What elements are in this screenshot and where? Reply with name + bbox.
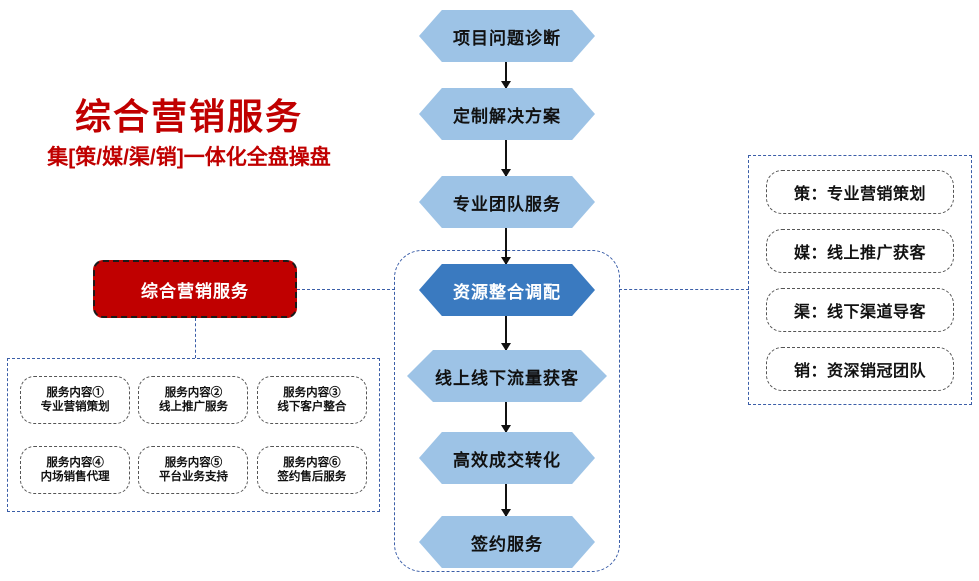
pillar-item-channel[interactable]: 渠：线下渠道导客 — [766, 287, 954, 332]
title-block: 综合营销服务 集[策/媒/渠/销]一体化全盘操盘 — [0, 95, 378, 173]
flow-arrow — [501, 402, 511, 433]
flow-step-label: 线上线下流量获客 — [435, 368, 579, 388]
service-item-line1: 服务内容② — [164, 386, 223, 399]
flow-arrow — [501, 140, 511, 177]
service-item[interactable]: 服务内容③ 线下客户整合 — [256, 376, 367, 424]
pillar-item-label: 策：专业营销策划 — [793, 185, 926, 203]
pillar-item-label: 销：资深销冠团队 — [793, 362, 926, 380]
service-item-line2: 线上推广服务 — [158, 401, 228, 413]
flow-step-label: 签约服务 — [471, 534, 543, 554]
flow-step-label: 专业团队服务 — [453, 194, 561, 214]
flow-step-label: 高效成交转化 — [453, 450, 561, 470]
pillar-item-label: 媒：线上推广获客 — [793, 244, 926, 262]
service-item-line2: 专业营销策划 — [40, 401, 110, 413]
pillar-item-planning[interactable]: 策：专业营销策划 — [766, 169, 954, 214]
connector-left-horizontal — [297, 289, 395, 290]
service-item-line2: 签约售后服务 — [277, 471, 347, 483]
service-item-line1: 服务内容① — [46, 386, 104, 399]
page-title: 综合营销服务 — [74, 96, 303, 137]
highlight-box-label: 综合营销服务 — [141, 281, 249, 301]
connector-left-vertical — [195, 318, 196, 358]
flow-step-efficient-conversion[interactable]: 高效成交转化 — [419, 432, 595, 484]
service-item[interactable]: 服务内容⑤ 平台业务支持 — [138, 446, 249, 494]
service-item-line2: 平台业务支持 — [158, 471, 228, 483]
service-item-line1: 服务内容③ — [283, 386, 341, 399]
flow-step-label: 定制解决方案 — [453, 106, 561, 126]
service-item[interactable]: 服务内容① 专业营销策划 — [20, 376, 131, 424]
flow-arrow — [501, 484, 511, 517]
flow-step-label: 资源整合调配 — [453, 282, 561, 302]
service-item[interactable]: 服务内容⑥ 签约售后服务 — [256, 446, 367, 494]
flow-arrow — [501, 62, 511, 89]
service-item-line2: 内场销售代理 — [40, 471, 110, 483]
flow-arrow — [501, 316, 511, 351]
service-item-line2: 线下客户整合 — [277, 401, 347, 413]
flow-step-resource-integration[interactable]: 资源整合调配 — [419, 264, 595, 316]
flow-step-project-diagnosis[interactable]: 项目问题诊断 — [419, 10, 595, 62]
highlight-box-comprehensive-marketing[interactable]: 综合营销服务 — [93, 260, 297, 318]
pillar-item-sales[interactable]: 销：资深销冠团队 — [766, 346, 954, 391]
flow-step-professional-team[interactable]: 专业团队服务 — [419, 176, 595, 228]
service-item-line1: 服务内容⑥ — [283, 456, 341, 469]
flow-step-custom-solution[interactable]: 定制解决方案 — [419, 88, 595, 140]
service-item-line1: 服务内容⑤ — [164, 456, 223, 469]
service-item[interactable]: 服务内容② 线上推广服务 — [138, 376, 249, 424]
flow-step-contract-service[interactable]: 签约服务 — [419, 516, 595, 568]
flow-container — [394, 250, 620, 572]
services-grid: 服务内容① 专业营销策划 服务内容② 线上推广服务 服务内容③ 线下客户整合 服… — [8, 359, 379, 511]
pillar-item-label: 渠：线下渠道导客 — [793, 303, 926, 321]
connector-right-horizontal — [619, 289, 749, 290]
service-item[interactable]: 服务内容④ 内场销售代理 — [20, 446, 131, 494]
pillar-item-media[interactable]: 媒：线上推广获客 — [766, 228, 954, 273]
flow-step-online-offline-traffic[interactable]: 线上线下流量获客 — [407, 350, 607, 402]
flow-step-label: 项目问题诊断 — [453, 28, 561, 48]
services-container: 服务内容① 专业营销策划 服务内容② 线上推广服务 服务内容③ 线下客户整合 服… — [7, 358, 380, 512]
flow-arrow — [501, 228, 511, 265]
service-item-line1: 服务内容④ — [46, 456, 104, 469]
page-subtitle: 集[策/媒/渠/销]一体化全盘操盘 — [47, 146, 331, 169]
pillars-container: 策：专业营销策划 媒：线上推广获客 渠：线下渠道导客 销：资深销冠团队 — [748, 155, 972, 405]
